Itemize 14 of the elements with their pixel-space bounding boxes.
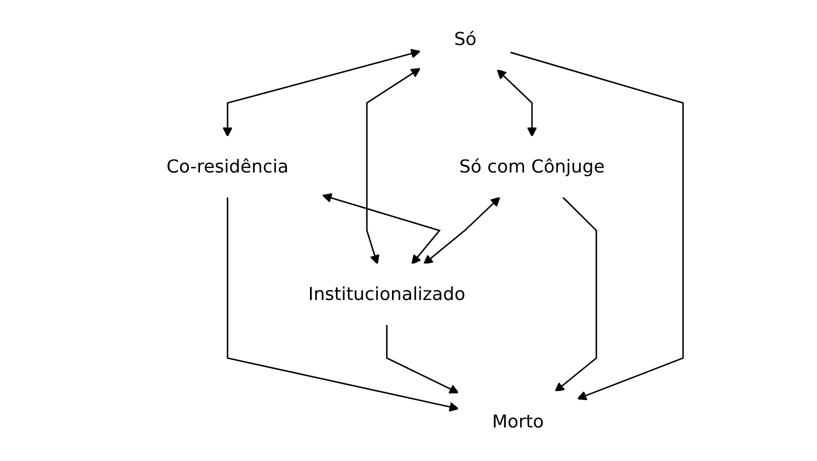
arrow	[497, 69, 538, 137]
arrow	[223, 48, 422, 137]
node-text: Só	[454, 28, 477, 50]
node-text: Morto	[492, 410, 544, 432]
arrow	[510, 52, 684, 400]
arrow	[322, 193, 442, 264]
arrow	[555, 196, 598, 392]
arrow	[386, 324, 460, 394]
arrow	[424, 196, 501, 264]
node-text: Só com Cônjuge	[460, 156, 606, 177]
arrow	[227, 196, 460, 412]
arrow	[366, 68, 422, 264]
node-text: Institucionalizado	[308, 283, 466, 304]
node-text: Co-residência	[167, 156, 290, 177]
